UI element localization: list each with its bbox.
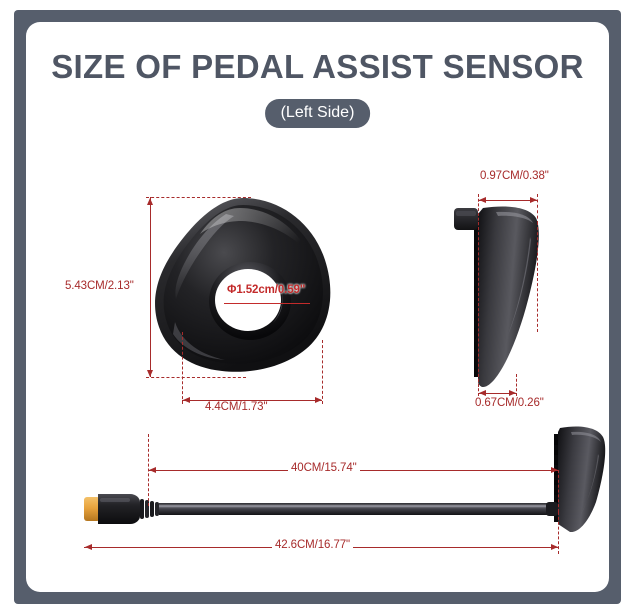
side-view: 0.97CM/0.38" 0.67CM/0.26": [426, 22, 609, 422]
cable-connector-housing: [98, 494, 140, 524]
front-width-arrow-left: [183, 397, 190, 403]
sensor-center-hole: [209, 262, 291, 340]
front-height-dimension-label: 5.43CM/2.13": [62, 280, 137, 292]
side-badge: (Left Side): [264, 99, 371, 128]
front-hole-dimension-label: Φ1.52cm/0.59": [227, 284, 306, 296]
side-right-guide: [537, 222, 538, 332]
side-bottom-ext-left: [478, 374, 479, 396]
side-bottom-dimension-label: 0.67CM/0.26": [472, 397, 547, 409]
front-height-arrow-top: [147, 198, 153, 205]
front-width-arrow-right: [315, 397, 322, 403]
cable-wire: [159, 503, 560, 515]
front-hole-leader-line: [224, 303, 310, 304]
side-top-ext-left: [478, 194, 479, 230]
side-top-dimension-line: [478, 200, 537, 201]
page-title: SIZE OF PEDAL ASSIST SENSOR: [51, 48, 584, 85]
front-height-arrow-bottom: [147, 370, 153, 377]
front-height-ext-top: [146, 197, 251, 198]
side-top-dimension-label: 0.97CM/0.38": [477, 170, 552, 182]
cable-wire-arrow-right: [551, 467, 558, 473]
cable-total-ext-right: [558, 512, 559, 554]
cable-view: 40CM/15.74" 42.6CM/16.77": [26, 392, 609, 592]
front-height-ext-bottom: [146, 377, 246, 378]
side-top-arrow-right: [530, 197, 537, 203]
cable-total-dimension-label: 42.6CM/16.77": [272, 539, 354, 551]
side-bottom-ext-right: [516, 374, 517, 396]
front-width-ext-left: [182, 332, 183, 404]
front-view: Φ1.52cm/0.59" 5.43CM/2.13" 4.4CM/1.73": [26, 22, 366, 422]
front-width-ext-right: [322, 340, 323, 404]
side-bottom-arrow-left: [479, 390, 486, 396]
cable-wire-dimension-label: 40CM/15.74": [288, 462, 360, 474]
cable-assembly: [84, 426, 606, 533]
infographic-canvas: SIZE OF PEDAL ASSIST SENSOR (Left Side): [26, 22, 609, 592]
cable-strain-relief: [140, 499, 159, 519]
cable-wire-arrow-left: [149, 467, 156, 473]
infographic-frame: SIZE OF PEDAL ASSIST SENSOR (Left Side): [14, 10, 621, 604]
side-left-guide: [478, 222, 479, 387]
side-top-ext-right: [537, 194, 538, 224]
side-bottom-dimension-line: [478, 393, 516, 394]
front-height-dimension-line: [150, 197, 151, 377]
front-width-dimension-line: [182, 400, 322, 401]
side-top-arrow-left: [479, 197, 486, 203]
front-width-dimension-label: 4.4CM/1.73": [202, 401, 271, 413]
cable-total-arrow-left: [85, 544, 92, 550]
cable-end-sensor: [546, 426, 606, 533]
cable-wire-ext-right: [558, 470, 559, 512]
sensor-body: [155, 198, 331, 372]
side-bottom-arrow-right: [509, 390, 516, 396]
cable-connector-tip: [84, 497, 100, 521]
cable-end-boss: [546, 502, 558, 516]
side-profile-body: [454, 206, 539, 388]
cable-total-arrow-right: [551, 544, 558, 550]
